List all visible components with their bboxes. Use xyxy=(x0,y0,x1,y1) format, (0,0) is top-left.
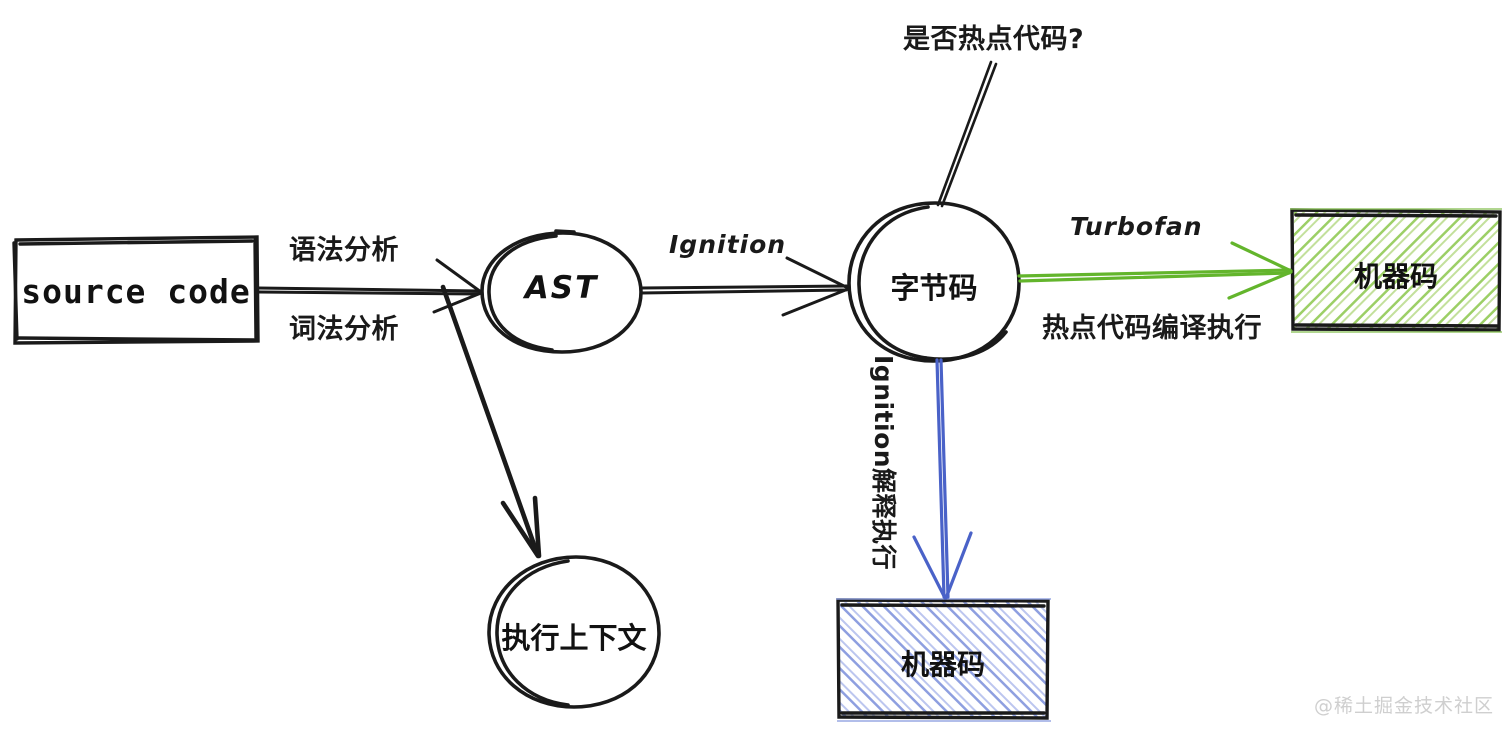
edge-bytecode-to-hot-code-question xyxy=(936,60,998,208)
node-source-code-label: source code xyxy=(21,272,251,311)
edge-label-hot-code-compile: 热点代码编译执行 xyxy=(1042,313,1262,344)
node-machine-code-blue-label: 机器码 xyxy=(900,648,985,681)
edge-bytecode-to-machine-code-blue xyxy=(912,358,973,600)
node-ast-shape xyxy=(480,229,643,354)
node-source-code-shape xyxy=(12,235,260,345)
node-exec-context-shape xyxy=(487,555,661,709)
edge-ast-to-exec-context xyxy=(440,284,542,559)
node-exec-context-label: 执行上下文 xyxy=(501,621,647,655)
edge-label-lexical-analysis: 词法分析 xyxy=(289,314,399,345)
node-machine-code-green-label: 机器码 xyxy=(1353,260,1438,293)
node-machine-code-blue-shape xyxy=(836,598,1051,722)
edge-label-ignition: Ignition xyxy=(669,230,787,259)
edge-label-syntax-analysis: 语法分析 xyxy=(289,235,399,266)
watermark: @稀土掘金技术社区 xyxy=(1313,695,1494,717)
question-label-is-hot-code: 是否热点代码? xyxy=(903,24,1085,55)
edge-ast-to-bytecode xyxy=(639,256,850,317)
node-ast-label: AST xyxy=(524,270,599,306)
node-machine-code-green-shape xyxy=(1290,208,1502,333)
node-bytecode-label: 字节码 xyxy=(890,271,978,305)
edge-bytecode-to-machine-code-green xyxy=(1017,241,1293,300)
edge-label-turbofan: Turbofan xyxy=(1070,212,1203,241)
edge-label-ignition-interpret: Ignition解释执行 xyxy=(869,355,898,571)
